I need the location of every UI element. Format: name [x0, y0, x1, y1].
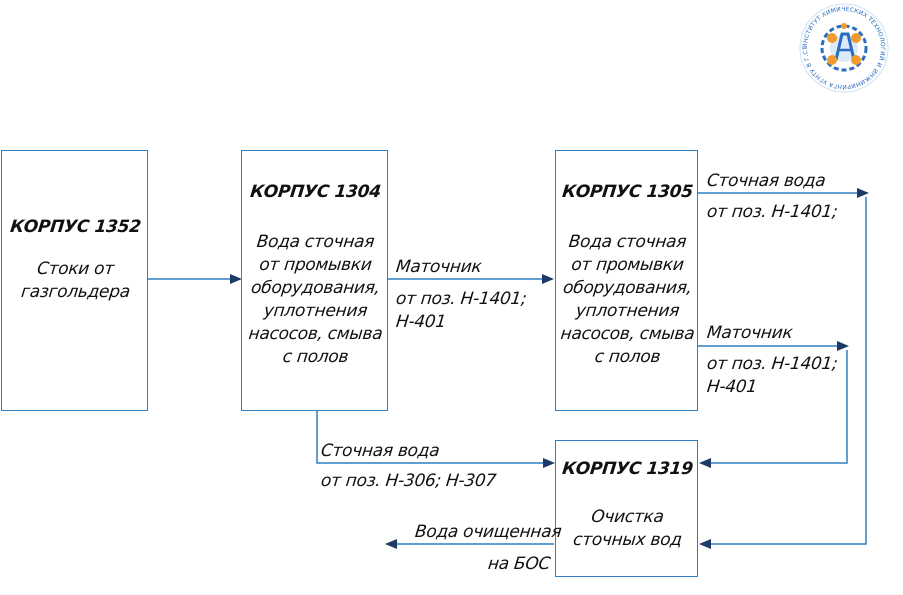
label-mat-1304-line3: Н-401 [394, 312, 447, 332]
institute-logo: ИНСТИТУТ ХИМИЧЕСКИХ ТЕХНОЛОГИЙ И ИНЖИНИР… [795, 0, 890, 94]
box-1319-title: КОРПУС 1319 [561, 459, 694, 479]
box-1304-line: от промывки [258, 255, 373, 275]
box-1304-line: Вода сточная [255, 232, 376, 252]
box-korpus-1305: КОРПУС 1305 Вода сточная от промывки обо… [555, 150, 698, 411]
arrowhead-1319-left [543, 458, 555, 468]
box-1304-line: насосов, смыва [247, 324, 384, 344]
box-1304-line: уплотнения [262, 301, 369, 321]
label-out-line1: Вода очищенная [413, 522, 563, 542]
box-1304-line: оборудования, [250, 278, 381, 298]
box-1305-line: от промывки [570, 255, 685, 275]
arrowhead-1319-right-upper [699, 458, 711, 468]
label-mat-1304-line2: от поз. Н-1401; [394, 289, 528, 309]
label-stoch-1304-line2: от поз. Н-306; Н-307 [319, 471, 497, 491]
box-1305-line: Вода сточная [567, 232, 688, 252]
arrowhead-right-mid [837, 341, 849, 351]
arrowhead-1319-right-lower [699, 539, 711, 549]
label-mat-1305-line2: от поз. Н-1401; [705, 354, 839, 374]
box-korpus-1352: КОРПУС 1352 Стоки от газгольдера [1, 150, 148, 411]
box-1304-title: КОРПУС 1304 [249, 182, 382, 202]
label-stoch-1304-line1: Сточная вода [319, 441, 441, 461]
box-1319-line1: Очистка [590, 507, 665, 527]
box-1305-title: КОРПУС 1305 [561, 182, 694, 202]
label-out-line2: на БОС [486, 554, 552, 574]
label-mat-1305-line3: Н-401 [705, 377, 758, 397]
arrowhead-right-top [857, 188, 869, 198]
box-korpus-1319: КОРПУС 1319 Очистка сточных вод [555, 440, 698, 577]
arrowhead-out [385, 539, 397, 549]
arrowhead-1304 [230, 274, 242, 284]
label-mat-1304-line1: Маточник [394, 257, 483, 277]
label-stoch-1305-line1: Сточная вода [705, 171, 827, 191]
box-1305-line: насосов, смыва [559, 324, 696, 344]
line-right-loop-lower [707, 197, 867, 545]
box-1305-line: уплотнения [574, 301, 681, 321]
box-1304-line: с полов [281, 347, 350, 367]
box-1319-line2: сточных вод [572, 530, 683, 550]
box-1352-line2: газгольдера [20, 282, 131, 302]
arrowhead-1305 [542, 274, 554, 284]
box-1352-line1: Стоки от [36, 259, 115, 279]
box-1352-title: КОРПУС 1352 [9, 217, 142, 237]
box-1305-line: с полов [593, 347, 662, 367]
line-1304-1319 [316, 411, 549, 464]
box-korpus-1304: КОРПУС 1304 Вода сточная от промывки обо… [241, 150, 388, 411]
line-right-loop-upper [707, 350, 848, 464]
label-stoch-1305-line2: от поз. Н-1401; [705, 202, 839, 222]
box-1305-line: оборудования, [562, 278, 693, 298]
label-mat-1305-line1: Маточник [705, 323, 794, 343]
